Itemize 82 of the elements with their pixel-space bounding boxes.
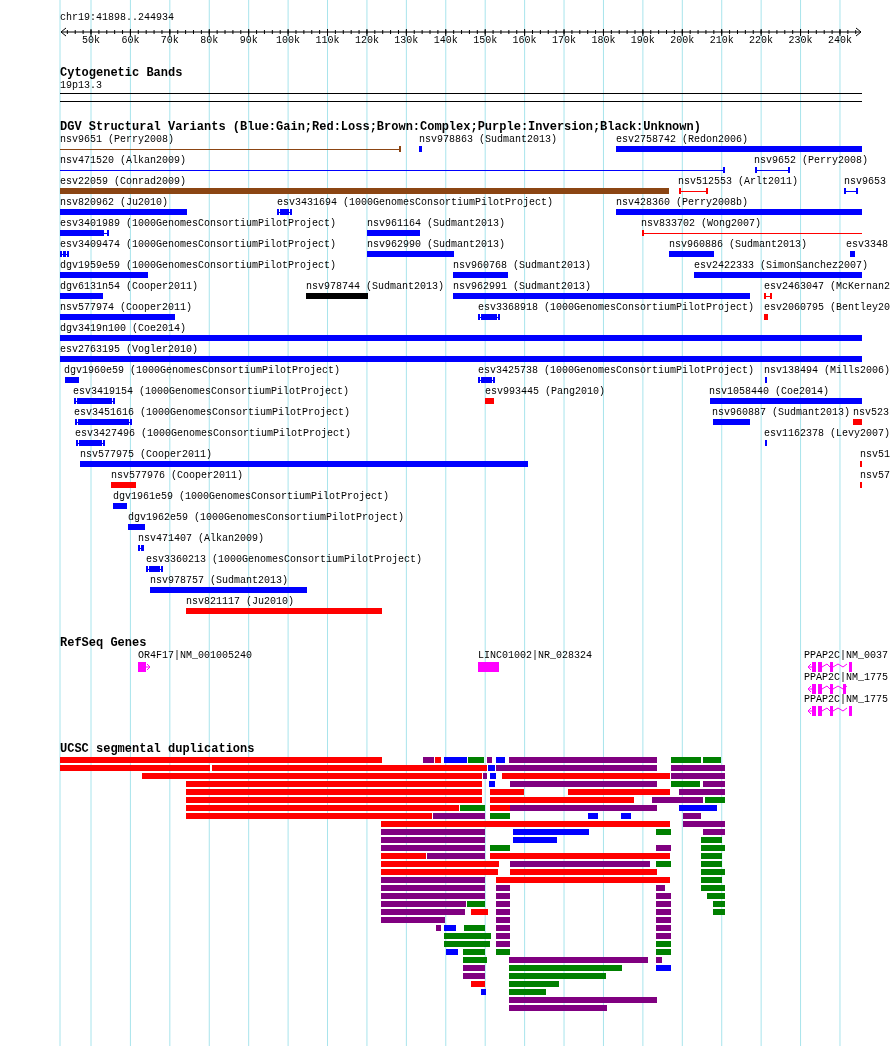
tick-label: 150k (473, 35, 498, 47)
variant-label: nsv820962 (Ju2010) (60, 197, 169, 209)
track-title: UCSC segmental duplications (60, 743, 255, 755)
tick-label: 110k (315, 35, 340, 47)
tick-label: 100k (276, 35, 301, 47)
variant-label: esv993445 (Pang2010) (485, 386, 606, 398)
tick-label: 70k (160, 35, 179, 47)
variant-label: dgv1960e59 (1000GenomesConsortiumPilotProject) (64, 365, 341, 377)
gene-label: LINC01002|NR_028324 (478, 650, 593, 662)
variant-label: esv2463047 (McKernan2 (764, 281, 890, 293)
tick-label: 140k (433, 35, 458, 47)
tick-label: 180k (591, 35, 616, 47)
variant-label: esv3427496 (1000GenomesConsortiumPilotProject) (75, 428, 352, 440)
variant-label: esv2758742 (Redon2006) (616, 134, 749, 146)
variant-label: nsv512553 (Arlt2011) (678, 176, 799, 188)
track-title: Cytogenetic Bands (60, 67, 183, 79)
variant-label: nsv471520 (Alkan2009) (60, 155, 187, 167)
tick-label: 170k (552, 35, 577, 47)
variant-label: esv3425738 (1000GenomesConsortiumPilotProject) (478, 365, 755, 377)
gene-label: PPAP2C|NM_1775 (804, 672, 888, 684)
variant-label: nsv960768 (Sudmant2013) (453, 260, 592, 272)
variant-label: dgv1961e59 (1000GenomesConsortiumPilotProject) (113, 491, 390, 503)
variant-label: nsv577976 (Cooper2011) (111, 470, 244, 482)
tick-label: 120k (354, 35, 379, 47)
variant-label: nsv978863 (Sudmant2013) (419, 134, 558, 146)
variant-label: esv3419154 (1000GenomesConsortiumPilotProject) (73, 386, 350, 398)
variant-label: nsv960886 (Sudmant2013) (669, 239, 808, 251)
tick-label: 130k (394, 35, 419, 47)
variant-label: esv3348 (846, 239, 888, 251)
variant-label: esv22059 (Conrad2009) (60, 176, 187, 188)
variant-label: esv3368918 (1000GenomesConsortiumPilotProject) (478, 302, 755, 314)
tick-label: 60k (121, 35, 140, 47)
tick-label: 50k (82, 35, 100, 47)
variant-label: nsv428360 (Perry2008b) (616, 197, 749, 209)
tick-label: 80k (200, 35, 219, 47)
variant-label: esv3409474 (1000GenomesConsortiumPilotProject) (60, 239, 337, 251)
tick-label: 190k (630, 35, 655, 47)
variant-label: nsv577974 (Cooper2011) (60, 302, 193, 314)
variant-label: nsv978744 (Sudmant2013) (306, 281, 445, 293)
tick-label: 200k (670, 35, 695, 47)
variant-label: nsv833702 (Wong2007) (641, 218, 762, 230)
variant-label: dgv3419n100 (Coe2014) (60, 323, 187, 335)
variant-label: nsv961164 (Sudmant2013) (367, 218, 506, 230)
variant-label: nsv523 (853, 407, 889, 419)
variant-label: nsv962991 (Sudmant2013) (453, 281, 592, 293)
tick-label: 240k (827, 35, 852, 47)
variant-label: esv2422333 (SimonSanchez2007) (694, 260, 869, 272)
variant-label: dgv1959e59 (1000GenomesConsortiumPilotProject) (60, 260, 337, 272)
variant-label: esv3360213 (1000GenomesConsortiumPilotProject) (146, 554, 423, 566)
track-title: DGV Structural Variants (Blue:Gain;Red:Loss;Brown:Complex;Purple:Inversion;Black:Unknown) (60, 121, 701, 133)
gene-label: OR4F17|NM_001005240 (138, 650, 253, 662)
variant-label: esv3431694 (1000GenomesConsortiumPilotProject) (277, 197, 554, 209)
variant-label: esv2060795 (Bentley20 (764, 302, 890, 314)
gene-label: PPAP2C|NM_1775 (804, 694, 888, 706)
gene-label: PPAP2C|NM_0037 (804, 650, 888, 662)
variant-label: esv3401989 (1000GenomesConsortiumPilotProject) (60, 218, 337, 230)
tick-label: 160k (512, 35, 537, 47)
variant-label: nsv57 (860, 470, 890, 482)
band-label: 19p13.3 (60, 80, 102, 92)
variant-label: nsv821117 (Ju2010) (186, 596, 295, 608)
variant-label: nsv9652 (Perry2008) (754, 155, 869, 167)
variant-label: nsv978757 (Sudmant2013) (150, 575, 289, 587)
variant-label: nsv1058440 (Coe2014) (709, 386, 830, 398)
variant-label: nsv960887 (Sudmant2013) (712, 407, 851, 419)
variant-label: nsv962990 (Sudmant2013) (367, 239, 506, 251)
variant-label: esv3451616 (1000GenomesConsortiumPilotProject) (74, 407, 351, 419)
variant-label: dgv6131n54 (Cooper2011) (60, 281, 199, 293)
track-title: RefSeq Genes (60, 637, 147, 649)
tick-label: 220k (749, 35, 774, 47)
variant-label: nsv51 (860, 449, 890, 461)
variant-label: nsv471407 (Alkan2009) (138, 533, 265, 545)
variant-label: nsv577975 (Cooper2011) (80, 449, 213, 461)
variant-label: esv1162378 (Levy2007) (764, 428, 890, 440)
tick-label: 210k (709, 35, 734, 47)
tick-label: 230k (788, 35, 813, 47)
variant-label: nsv9651 (Perry2008) (60, 134, 175, 146)
variant-label: dgv1962e59 (1000GenomesConsortiumPilotProject) (128, 512, 405, 524)
variant-label: nsv138494 (Mills2006) (764, 365, 890, 377)
tick-label: 90k (239, 35, 258, 47)
variant-label: esv2763195 (Vogler2010) (60, 344, 199, 356)
coordinate-label: chr19:41898..244934 (60, 12, 175, 24)
variant-label: nsv9653 (844, 176, 886, 188)
